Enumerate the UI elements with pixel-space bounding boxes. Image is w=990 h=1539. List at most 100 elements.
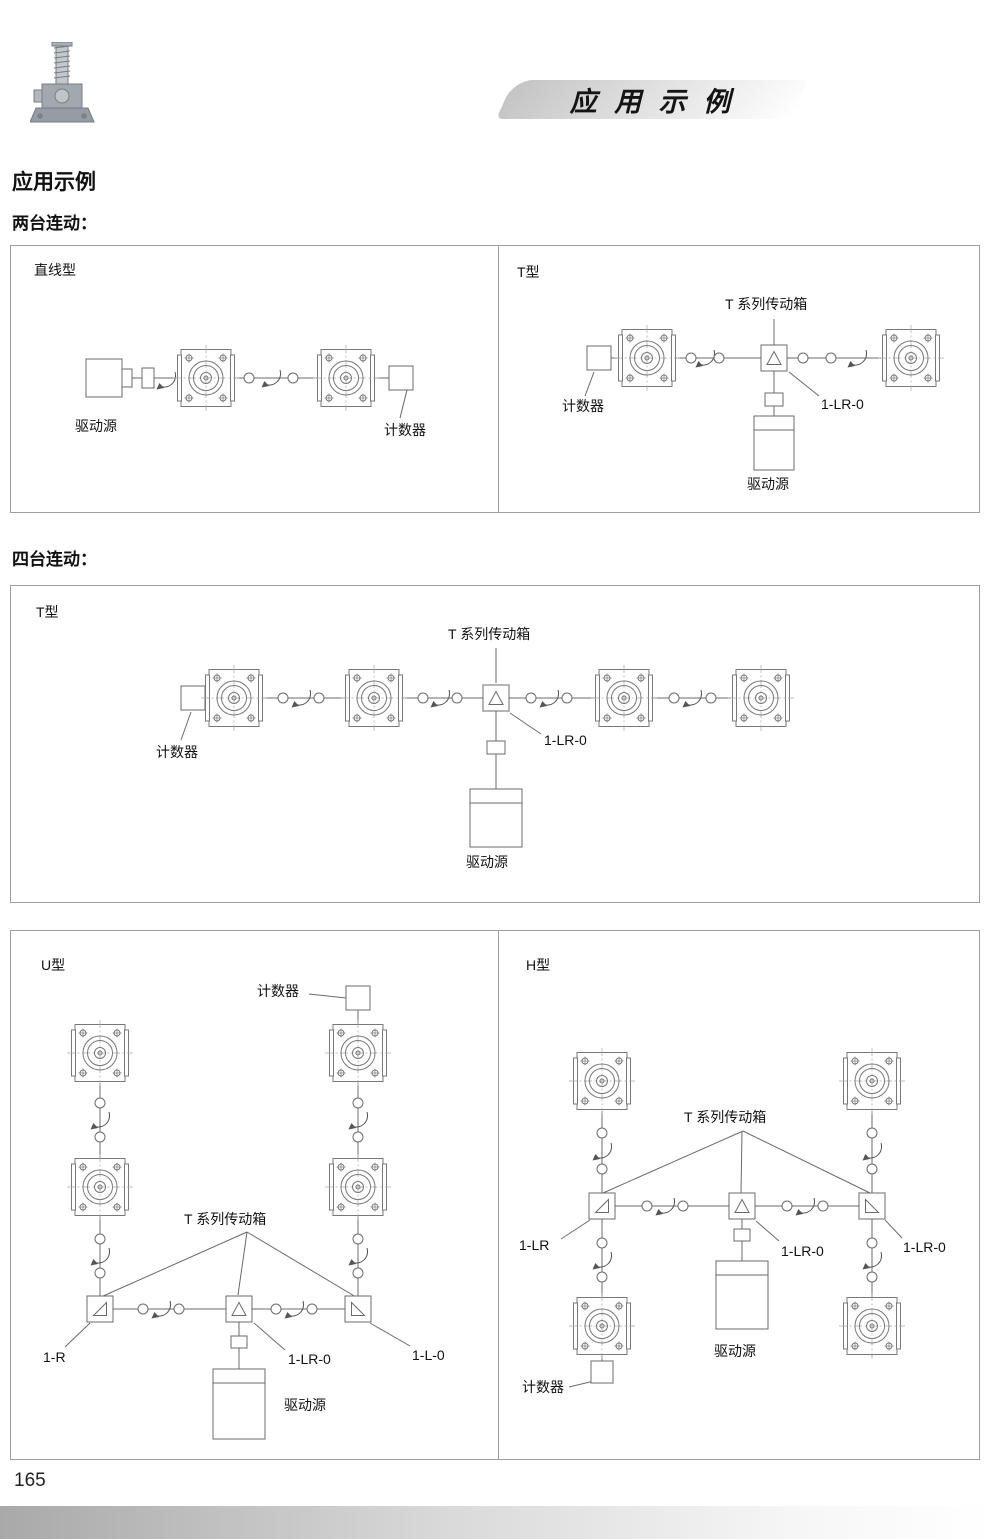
leader-line [602,1130,744,1194]
shaft-coupling [313,692,325,704]
model-label: 1-LR-0 [821,396,864,412]
drive-source-label: 驱动源 [284,1397,326,1413]
shaft-coupling [352,1267,364,1279]
drive-motor [753,415,795,471]
gearbox-icon [569,1048,635,1114]
rotation-arrow-icon [847,349,868,368]
shaft-coupling [287,372,299,384]
shaft-coupling [451,692,463,704]
corner-gearbox-icon [858,1192,886,1220]
t-junction-icon [760,344,788,372]
shaft-coupling [713,352,725,364]
gearbox-series-label: T 系列传动箱 [725,296,808,312]
leader-line [100,1231,248,1298]
counter-box [586,345,612,371]
linear-type-diagram [85,345,414,419]
model-label-right: 1-L-0 [412,1347,445,1363]
model-label-center: 1-LR-0 [288,1351,331,1367]
shaft-coupling [94,1233,106,1245]
gearbox-icon [614,325,680,391]
gearbox-icon [341,665,407,731]
shaft-coupling [677,1200,689,1212]
t-type-label: T型 [517,264,540,280]
leader-line [253,1322,286,1351]
shaft-coupling [94,1267,106,1279]
counter-box [388,365,414,391]
u-type-label: U型 [41,957,66,973]
motor-coupling [230,1335,248,1349]
rotation-arrow-icon [539,689,560,708]
rotation-arrow-icon [284,1300,305,1319]
gearbox-series-label: T 系列传动箱 [448,626,531,642]
leader-line [568,1380,595,1388]
leader-line [64,1322,91,1348]
t-junction-icon [728,1192,756,1220]
shaft-coupling [705,692,717,704]
h-type-label: H型 [526,957,551,973]
page-number: 165 [14,1470,46,1491]
model-label-center: 1-LR-0 [781,1243,824,1259]
jack-logo-icon [30,42,95,123]
shaft-coupling [596,1237,608,1249]
motor-coupling [486,740,506,755]
leader-line [237,1231,248,1296]
shaft-coupling [866,1237,878,1249]
rotation-arrow-icon [261,369,282,388]
four-unit-uh-box: U型 计数器 T 系列传动箱 1-R 1-LR-0 1-L-0 驱动源 H型 T… [10,930,980,1460]
corner-gearbox-icon [344,1295,372,1323]
counter-label: 计数器 [562,398,604,414]
shaft-coupling [641,1200,653,1212]
u-type-diagram [64,985,411,1440]
coupling-block [141,367,155,389]
model-label-left: 1-R [43,1349,66,1365]
gearbox-icon [728,665,794,731]
leader-line [308,993,347,999]
gearbox-series-label: T 系列传动箱 [684,1109,767,1125]
shaft-coupling [817,1200,829,1212]
corner-gearbox-icon [588,1192,616,1220]
t-junction-icon [482,684,510,712]
gearbox-icon [67,1154,133,1220]
counter-box [345,985,371,1011]
shaft-coupling [866,1271,878,1283]
t-junction-icon [225,1295,253,1323]
rotation-arrow-icon [655,1197,676,1216]
leader-line [740,1130,743,1194]
gearbox-icon [839,1293,905,1359]
corner-gearbox-icon [86,1295,114,1323]
leader-line [180,711,192,741]
gearbox-icon [878,325,944,391]
leader-line [755,1220,780,1242]
gearbox-icon [313,345,379,411]
shaft-coupling [94,1131,106,1143]
leader-line [560,1219,591,1240]
drive-motor [212,1368,266,1440]
header-title: 应 用 示 例 [569,87,736,117]
leader-line [399,389,408,419]
shaft-coupling [525,692,537,704]
rotation-arrow-icon [795,1197,816,1216]
shaft-coupling [561,692,573,704]
gearbox-icon [67,1020,133,1086]
gearbox-icon [569,1293,635,1359]
rotation-arrow-icon [682,689,703,708]
section-four-unit-label: 四台连动： [12,550,97,569]
shaft-coupling [596,1127,608,1139]
gearbox-icon [591,665,657,731]
panel-divider [498,246,499,512]
header-banner: 应 用 示 例 [496,80,809,119]
rotation-arrow-icon [430,689,451,708]
counter-label: 计数器 [384,422,426,438]
shaft-coupling [94,1097,106,1109]
rotation-arrow-icon [156,371,177,390]
shaft-coupling [352,1233,364,1245]
shaft-coupling [866,1163,878,1175]
drive-source-label: 驱动源 [466,854,508,870]
two-unit-box: 直线型 驱动源 计数器 T型 T 系列传动箱 计数器 1-LR-0 驱动源 [10,245,980,513]
shaft-coupling [866,1127,878,1139]
linear-type-label: 直线型 [34,262,76,278]
shaft-coupling [137,1303,149,1315]
gearbox-icon [173,345,239,411]
counter-box [590,1360,614,1384]
drive-source-label: 驱动源 [75,418,117,434]
